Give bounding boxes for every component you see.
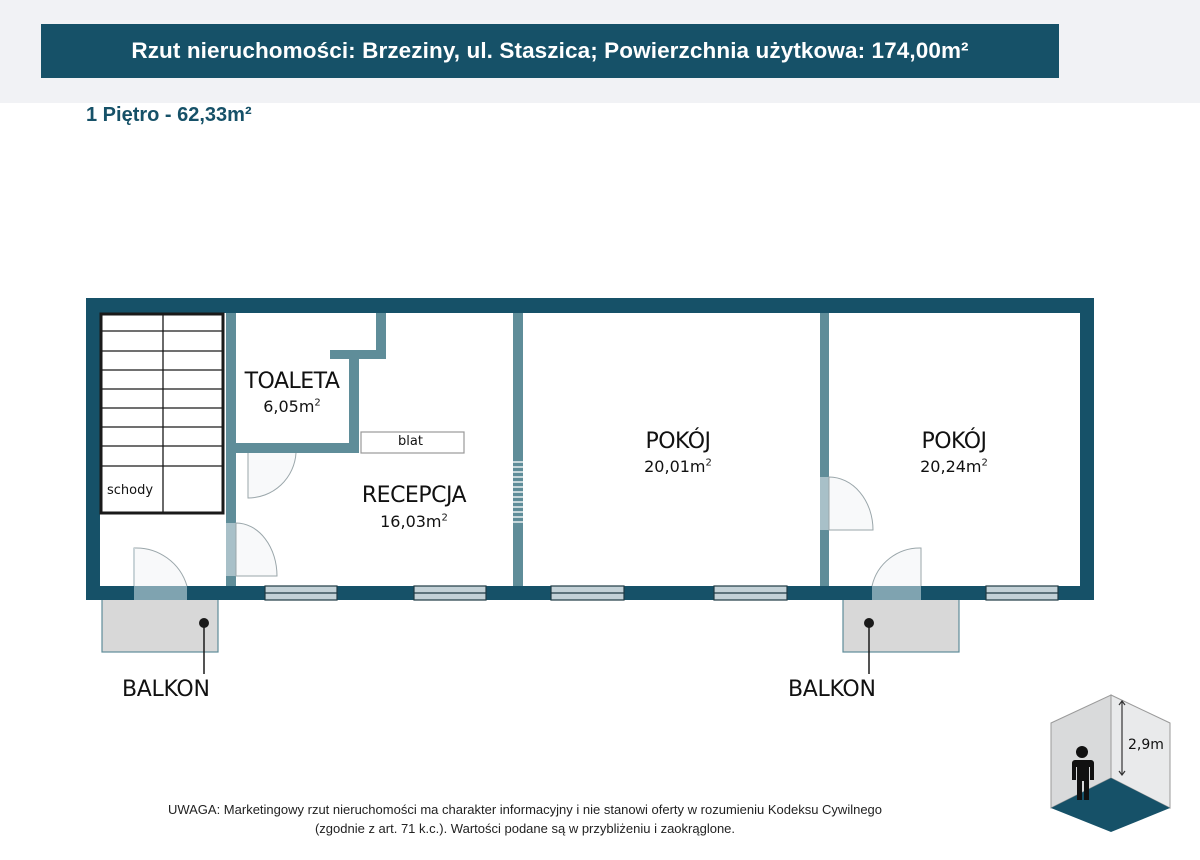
inner-walls <box>226 313 829 586</box>
door-balcony-right <box>871 547 922 600</box>
counter-label: blat <box>398 434 423 449</box>
page-title-bar: Rzut nieruchomości: Brzeziny, ul. Staszi… <box>41 24 1059 78</box>
ceiling-height-label: 2,9m <box>1128 737 1164 753</box>
balcony-right-label: BALKON <box>788 677 876 702</box>
person-icon <box>1072 746 1094 800</box>
room-area-pokoj-2: 20,24m2 <box>920 457 988 476</box>
room-name-pokoj-1: POKÓJ <box>645 429 711 454</box>
balcony-left <box>101 598 219 653</box>
counter <box>360 431 465 454</box>
disclaimer-line-2: (zgodnie z art. 71 k.c.). Wartości podan… <box>314 821 736 836</box>
room-name-pokoj-2: POKÓJ <box>921 429 987 454</box>
window <box>713 585 788 601</box>
room-area-pokoj-1: 20,01m2 <box>644 457 712 476</box>
door-balcony-left <box>133 547 188 600</box>
balcony-right <box>842 598 960 653</box>
window <box>985 585 1059 601</box>
window <box>550 585 625 601</box>
ceiling-height-icon <box>1050 694 1171 832</box>
balcony-left-label: BALKON <box>122 677 210 702</box>
wall-opening <box>512 461 524 523</box>
page-title: Rzut nieruchomości: Brzeziny, ul. Staszi… <box>131 38 969 63</box>
door-toilet <box>247 452 297 499</box>
room-name-recepcja: RECEPCJA <box>361 483 467 508</box>
floor-label: 1 Piętro - 62,33m² <box>86 104 252 126</box>
disclaimer: UWAGA: Marketingowy rzut nieruchomości m… <box>80 800 970 838</box>
door-room <box>820 476 874 531</box>
doors <box>133 452 922 600</box>
room-area-recepcja: 16,03m2 <box>380 512 448 531</box>
window <box>413 585 487 601</box>
window <box>264 585 338 601</box>
stairs <box>99 312 225 515</box>
stairs-label: schody <box>107 483 154 498</box>
windows <box>264 585 1059 601</box>
disclaimer-line-1: UWAGA: Marketingowy rzut nieruchomości m… <box>167 802 883 817</box>
door-reception <box>226 522 278 577</box>
room-area-toaleta: 6,05m2 <box>263 397 321 416</box>
room-name-toaleta: TOALETA <box>244 369 340 394</box>
balcony-callouts <box>199 618 874 674</box>
